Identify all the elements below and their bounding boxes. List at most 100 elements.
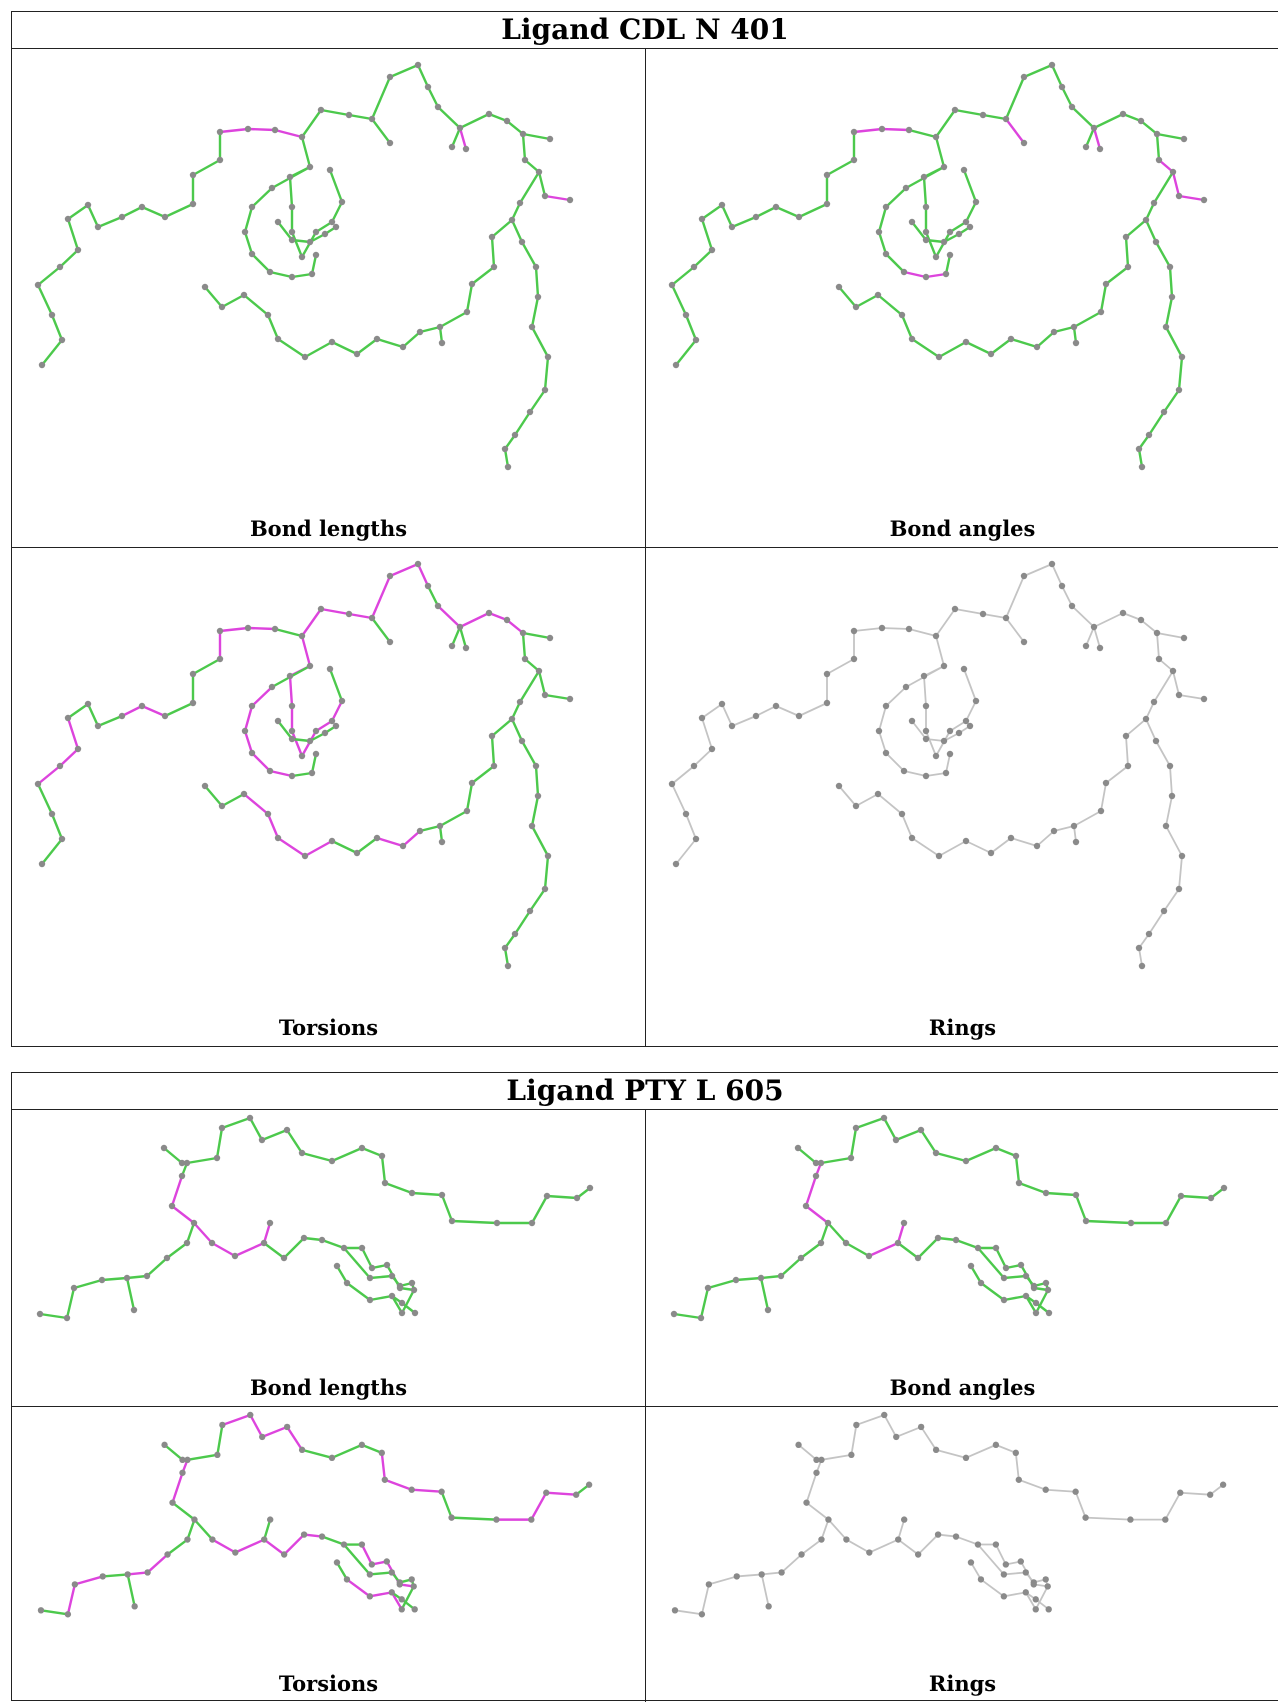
- bond: [300, 135, 312, 169]
- bond: [370, 117, 392, 145]
- atom: [917, 1423, 925, 1431]
- bond: [867, 1241, 900, 1258]
- bond: [250, 685, 274, 708]
- atom: [932, 1149, 940, 1157]
- atom: [718, 700, 726, 708]
- bond: [917, 1533, 939, 1556]
- bond: [935, 635, 945, 667]
- atom: [962, 338, 970, 346]
- bond: [911, 720, 927, 740]
- bond: [826, 658, 855, 675]
- bond: [120, 704, 144, 718]
- atom: [900, 268, 908, 276]
- atom: [797, 1254, 805, 1262]
- bond: [945, 753, 951, 774]
- bond: [360, 1246, 374, 1270]
- atom: [436, 323, 444, 331]
- bond: [1177, 194, 1206, 202]
- bond: [218, 626, 250, 633]
- atom: [332, 722, 340, 730]
- bond: [877, 793, 903, 815]
- bond: [982, 613, 1007, 619]
- bond: [1022, 63, 1054, 79]
- atom: [900, 1219, 908, 1227]
- atom: [922, 772, 930, 780]
- atom: [1166, 762, 1174, 770]
- bond: [436, 604, 462, 629]
- atom: [526, 907, 534, 915]
- atom: [333, 1559, 341, 1566]
- atom: [98, 1276, 106, 1284]
- atom: [298, 1149, 306, 1157]
- bond: [884, 186, 908, 209]
- atom: [63, 1314, 71, 1322]
- atom: [1206, 1491, 1214, 1498]
- atom: [1162, 822, 1170, 830]
- bond: [285, 1128, 304, 1155]
- atom: [381, 1179, 389, 1187]
- atom: [922, 236, 930, 244]
- bond: [410, 1488, 443, 1493]
- atom: [312, 228, 320, 236]
- bond: [925, 772, 947, 777]
- atom: [572, 1491, 580, 1498]
- bond: [849, 1126, 858, 1160]
- atom: [508, 715, 516, 723]
- bond: [1093, 626, 1101, 649]
- bond: [1164, 1491, 1182, 1521]
- bond: [800, 1538, 823, 1556]
- atom: [411, 1606, 418, 1613]
- bond: [39, 1609, 70, 1616]
- bond: [520, 240, 538, 269]
- atom: [261, 1536, 268, 1543]
- atom: [216, 156, 224, 164]
- atom: [388, 1589, 395, 1596]
- bond: [1085, 626, 1095, 647]
- bond: [528, 388, 547, 414]
- atom: [64, 714, 72, 722]
- bond: [530, 794, 540, 828]
- bond: [458, 611, 491, 629]
- bond: [759, 1276, 770, 1312]
- atom: [214, 1451, 221, 1459]
- atom: [463, 807, 471, 815]
- bond: [438, 809, 469, 828]
- bond: [1092, 126, 1102, 151]
- bond: [300, 607, 323, 638]
- atom: [248, 250, 256, 258]
- atom: [178, 1172, 186, 1180]
- atom: [414, 560, 422, 568]
- bond: [273, 627, 304, 638]
- bond: [1153, 670, 1174, 703]
- atom: [1042, 1486, 1049, 1493]
- bond: [674, 1609, 703, 1616]
- bond: [288, 175, 294, 209]
- bond: [671, 783, 687, 815]
- atom: [288, 727, 296, 735]
- bond: [221, 1413, 252, 1427]
- atom: [1162, 323, 1170, 331]
- atom: [1168, 792, 1176, 800]
- atom: [992, 1144, 1000, 1152]
- bond: [86, 203, 100, 229]
- bond: [101, 1573, 129, 1578]
- bond: [273, 128, 304, 139]
- bond: [319, 108, 351, 117]
- atom: [268, 683, 276, 691]
- atom: [398, 1596, 405, 1603]
- bond: [1171, 170, 1181, 198]
- bond: [243, 230, 254, 256]
- molecule-diagram: [36, 1114, 594, 1322]
- bond: [970, 1561, 982, 1581]
- panel-bond-lengths: Bond lengths: [12, 1110, 645, 1406]
- bond: [896, 1241, 920, 1260]
- atom: [708, 745, 716, 753]
- atom: [300, 1234, 308, 1242]
- atom: [74, 745, 82, 753]
- atom: [160, 1144, 168, 1152]
- atom: [318, 1533, 326, 1540]
- bond: [1084, 1516, 1132, 1521]
- atom: [962, 218, 970, 226]
- bond: [1009, 337, 1039, 349]
- bond: [163, 1443, 184, 1462]
